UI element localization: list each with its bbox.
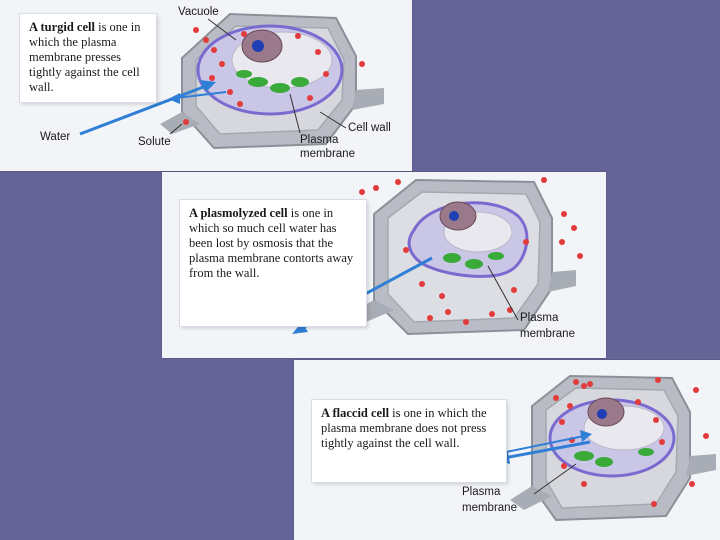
flaccid-wall-extension-right <box>686 454 716 476</box>
cell-wall-label: Cell wall <box>348 122 391 135</box>
solute-dot <box>209 75 215 81</box>
solute-dot <box>323 71 329 77</box>
plasmolyzed-chloroplast <box>488 252 504 260</box>
solute-dot <box>439 293 445 299</box>
solute-dot <box>523 239 529 245</box>
solute-dot <box>581 481 587 487</box>
solute-dot <box>445 309 451 315</box>
solute-dot <box>427 315 433 321</box>
turgid-nucleolus <box>252 40 264 52</box>
solute-dot <box>659 439 665 445</box>
solute-dot <box>567 403 573 409</box>
solute-dot <box>559 419 565 425</box>
solute-dot <box>541 177 547 183</box>
plasmolyzed-term: A plasmolyzed cell <box>189 206 288 220</box>
solute-dot <box>573 379 579 385</box>
turgid-plasma-label-2: membrane <box>300 148 355 161</box>
solute-dot <box>403 247 409 253</box>
solute-dot <box>653 417 659 423</box>
solute-dot <box>359 189 365 195</box>
plasmolyzed-wall-extension-right <box>548 270 576 292</box>
solute-dot <box>559 239 565 245</box>
solute-dot <box>193 27 199 33</box>
flaccid-plasma-label-2: membrane <box>462 502 517 515</box>
turgid-plasma-label-1: Plasma <box>300 134 338 147</box>
flaccid-chloroplast <box>574 451 594 461</box>
solute-dot <box>689 481 695 487</box>
solute-dot <box>655 377 661 383</box>
turgid-chloroplast <box>248 77 268 87</box>
plasmolyzed-caption: A plasmolyzed cell is one in which so mu… <box>180 200 366 326</box>
solute-dot <box>227 89 233 95</box>
solute-dot <box>295 33 301 39</box>
solute-dot <box>577 253 583 259</box>
solute-dot <box>211 47 217 53</box>
flaccid-plasma-label-1: Plasma <box>462 486 500 499</box>
solute-dot <box>395 179 401 185</box>
turgid-term: A turgid cell <box>29 20 95 34</box>
solute-dot <box>463 319 469 325</box>
turgid-chloroplast <box>236 70 252 78</box>
solute-dot <box>203 37 209 43</box>
flaccid-chloroplast <box>595 457 613 467</box>
solute-dot <box>219 61 225 67</box>
solute-dot <box>489 311 495 317</box>
solute-dot <box>693 387 699 393</box>
solute-dot <box>651 501 657 507</box>
plasmolyzed-chloroplast <box>443 253 461 263</box>
flaccid-term: A flaccid cell <box>321 406 389 420</box>
vacuole-label: Vacuole <box>178 6 219 19</box>
solute-dot <box>373 185 379 191</box>
solute-dot <box>511 287 517 293</box>
turgid-chloroplast <box>291 77 309 87</box>
solute-dot <box>581 383 587 389</box>
solute-dot <box>419 281 425 287</box>
flaccid-chloroplast <box>638 448 654 456</box>
solute-dot <box>237 101 243 107</box>
water-label: Water <box>40 131 70 144</box>
solute-dot <box>703 433 709 439</box>
solute-dot <box>635 399 641 405</box>
solute-dot <box>315 49 321 55</box>
solute-dot <box>561 463 567 469</box>
solute-dot <box>359 61 365 67</box>
turgid-wall-extension-right <box>352 88 384 110</box>
plasmolyzed-cell-panel: A plasmolyzed cell is one in which so mu… <box>162 172 606 358</box>
solute-dot <box>307 95 313 101</box>
turgid-chloroplast <box>270 83 290 93</box>
solute-dot <box>571 225 577 231</box>
flaccid-cell-panel: A flaccid cell is one in which the plasm… <box>294 360 720 540</box>
turgid-caption: A turgid cell is one in which the plasma… <box>20 14 156 102</box>
solute-dot <box>183 119 189 125</box>
plasmolyzed-chloroplast <box>465 259 483 269</box>
turgid-water-arrowhead-2 <box>168 93 180 104</box>
solute-dot <box>561 211 567 217</box>
plasmolyzed-plasma-label-1: Plasma <box>520 312 558 325</box>
solute-label: Solute <box>138 136 171 149</box>
solute-dot <box>553 395 559 401</box>
solute-dot <box>241 31 247 37</box>
solute-dot <box>587 381 593 387</box>
turgid-cell-panel: A turgid cell is one in which the plasma… <box>0 0 412 171</box>
plasmolyzed-nucleolus <box>449 211 459 221</box>
flaccid-caption: A flaccid cell is one in which the plasm… <box>312 400 506 482</box>
plasmolyzed-plasma-label-2: membrane <box>520 328 575 341</box>
flaccid-nucleolus <box>597 409 607 419</box>
